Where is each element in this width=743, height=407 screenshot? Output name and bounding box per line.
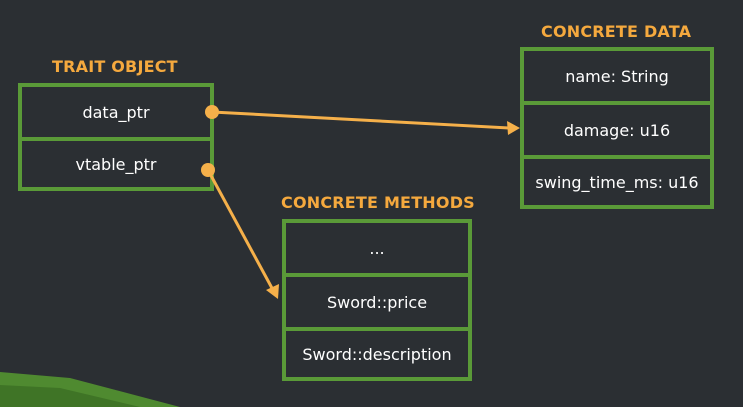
- trait-object-field-vtable-ptr: vtable_ptr: [75, 154, 157, 174]
- divider: [524, 101, 710, 105]
- divider: [286, 273, 468, 277]
- concrete-methods-field-price: Sword::price: [326, 292, 428, 312]
- concrete-data-box: name: String damage: u16 swing_time_ms: …: [520, 47, 714, 209]
- concrete-methods-box: ... Sword::price Sword::description: [282, 219, 472, 381]
- divider: [286, 327, 468, 331]
- divider: [524, 155, 710, 159]
- divider: [22, 137, 210, 141]
- data-ptr-arrow: [205, 105, 520, 135]
- concrete-methods-field-ellipsis: ...: [369, 238, 385, 258]
- concrete-data-title: CONCRETE DATA: [541, 22, 692, 41]
- concrete-data-field-damage: damage: u16: [563, 120, 671, 140]
- trait-object-title: TRAIT OBJECT: [52, 57, 178, 76]
- concrete-data-field-name: name: String: [565, 66, 669, 86]
- concrete-methods-title: CONCRETE METHODS: [281, 193, 475, 212]
- concrete-methods-field-description: Sword::description: [302, 344, 452, 364]
- trait-object-box: data_ptr vtable_ptr: [18, 83, 214, 191]
- trait-object-field-data-ptr: data_ptr: [82, 102, 150, 122]
- concrete-data-field-swing-time: swing_time_ms: u16: [535, 172, 699, 192]
